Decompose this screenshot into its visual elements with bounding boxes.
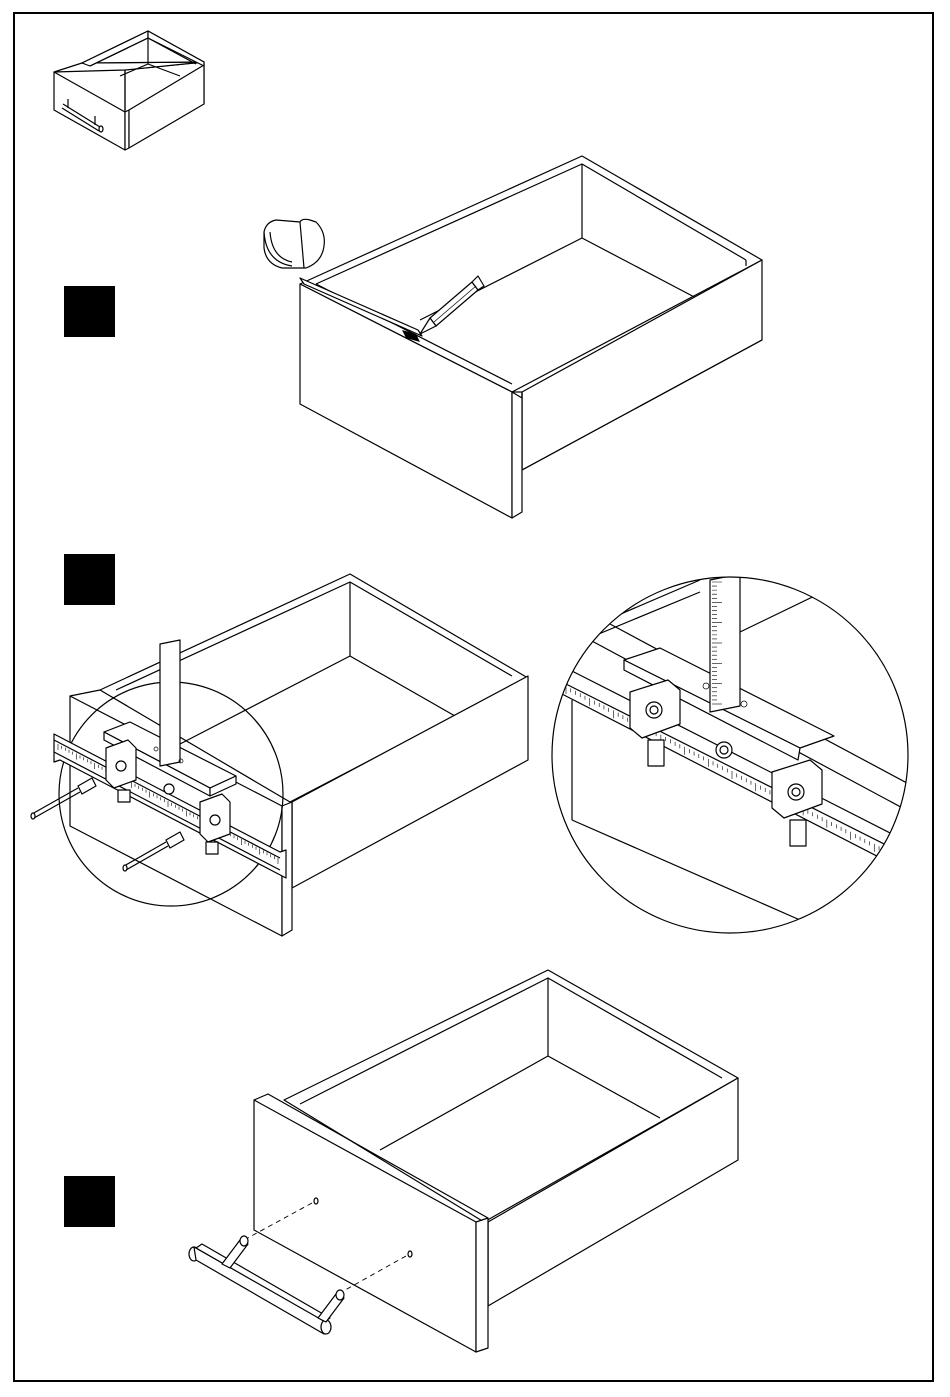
step1-drawer <box>300 156 762 518</box>
magnifier-circle-detail <box>552 574 920 933</box>
drawer-thumbnail-icon <box>54 31 204 150</box>
screw-hole-icon-2 <box>408 1251 412 1257</box>
step3-drawer <box>254 970 738 1352</box>
screw-hole-icon-1 <box>314 1198 318 1204</box>
